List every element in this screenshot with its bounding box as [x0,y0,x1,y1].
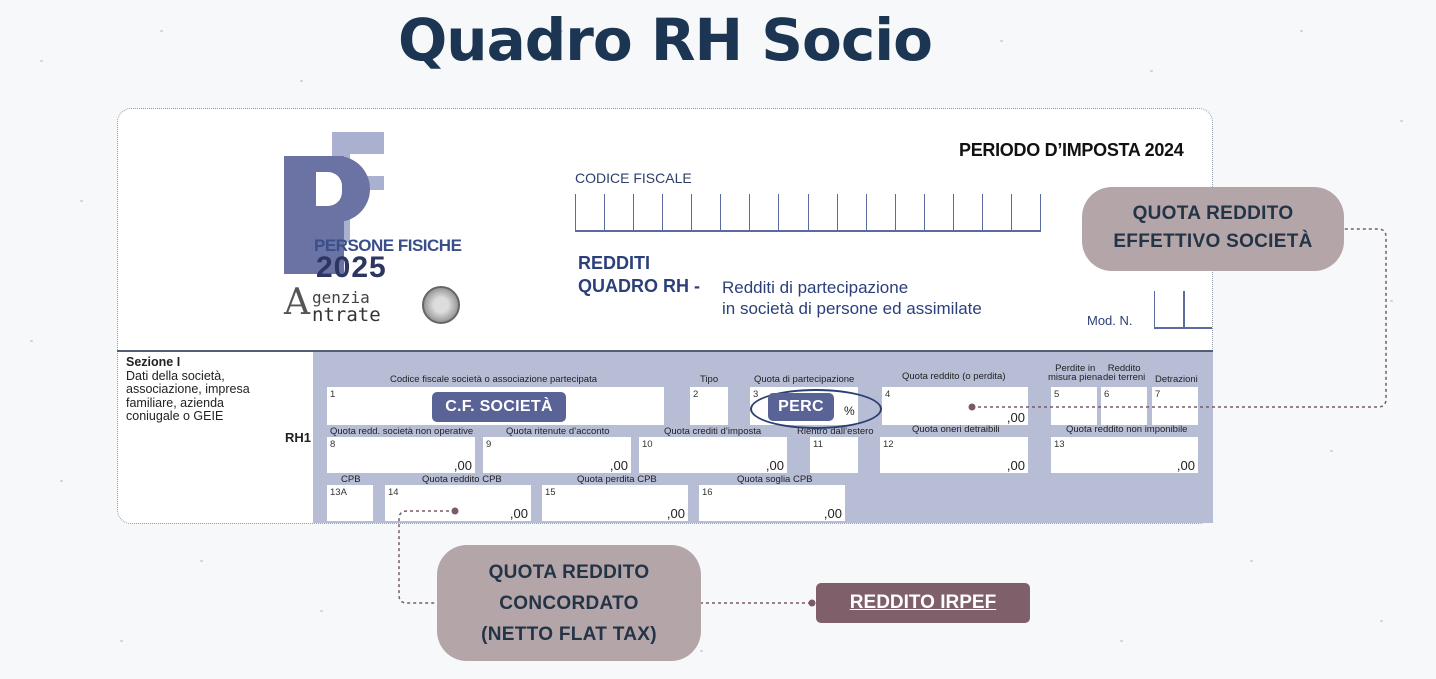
f9-label: Quota ritenute d’acconto [506,426,610,437]
quota-concordato-bubble: QUOTA REDDITO CONCORDATO (NETTO FLAT TAX… [437,545,701,661]
perc-tag: PERC [768,393,834,421]
reddito-irpef-tag: REDDITO IRPEF [816,583,1030,623]
row-label-rh1: RH1 [285,430,312,445]
cf-societa-tag: C.F. SOCIETÀ [432,392,566,422]
perdite-misura-piena-field[interactable]: 5 [1051,387,1097,425]
f12-label: Quota oneri detraibili [912,424,1000,435]
quota-ritenute-field[interactable]: 9 ,00 [483,437,631,473]
f4-label: Quota reddito (o perdita) [902,371,1006,382]
quota-reddito-field[interactable]: 4 ,00 [882,387,1028,425]
f8-label: Quota redd. società non operative [330,426,474,437]
f3-label: Quota di partecipazione [754,374,855,385]
pf-logo: PERSONE FISICHE 2025 [284,132,474,332]
reddito-terreni-field[interactable]: 6 [1101,387,1147,425]
sezione-description: Sezione I Dati della società, associazio… [126,355,250,423]
periodo-imposta: PERIODO D’IMPOSTA 2024 [959,140,1184,160]
mod-n-input[interactable] [1154,291,1212,329]
republic-emblem-icon [422,286,460,324]
quota-soglia-cpb-field[interactable]: 16 ,00 [699,485,845,521]
f1-label: Codice fiscale società o associazione pa… [390,374,598,385]
quota-reddito-cpb-field[interactable]: 14 ,00 [385,485,531,521]
perc-highlight-ring [750,389,882,429]
codice-fiscale-input[interactable] [575,194,1041,232]
quota-redd-non-operative-field[interactable]: 8 ,00 [327,437,475,473]
f2-label: Tipo [700,374,719,385]
logo-year: 2025 [316,251,387,284]
quota-crediti-field[interactable]: 10 ,00 [639,437,787,473]
quota-reddito-non-imponibile-field[interactable]: 13 ,00 [1051,437,1198,473]
quota-oneri-detraibili-field[interactable]: 12 ,00 [880,437,1028,473]
f13-label: Quota reddito non imponibile [1066,424,1188,435]
quadro-heading: QUADRO RH - [578,276,700,296]
redditi-heading: REDDITI [578,253,650,273]
f10-label: Quota crediti d’imposta [664,426,762,437]
page-title: Quadro RH Socio [397,6,933,74]
agenzia-entrate-logo: A genzia ntrate [284,282,474,332]
logo-persone-fisiche: PERSONE FISICHE [314,236,462,255]
quota-effettivo-bubble: QUOTA REDDITO EFFETTIVO SOCIETÀ [1082,187,1344,271]
codice-fiscale-label: CODICE FISCALE [575,170,692,186]
f11-label: Rientro dall’estero [797,426,874,437]
detrazioni-field[interactable]: 7 [1152,387,1198,425]
section-divider [117,350,1213,352]
cpb-field[interactable]: 13A [327,485,373,521]
f15-label: Quota perdita CPB [577,474,657,485]
mod-n-label: Mod. N. [1087,313,1133,328]
rientro-estero-field[interactable]: 11 [810,437,858,473]
quadro-description: Redditi di partecipazione in società di … [722,278,982,318]
tipo-field[interactable]: 2 [690,387,728,425]
f16-label: Quota soglia CPB [737,474,813,485]
f7-label: Detrazioni [1155,374,1198,385]
f13a-label: CPB [341,474,361,485]
f14-label: Quota reddito CPB [422,474,502,485]
quota-perdita-cpb-field[interactable]: 15 ,00 [542,485,688,521]
